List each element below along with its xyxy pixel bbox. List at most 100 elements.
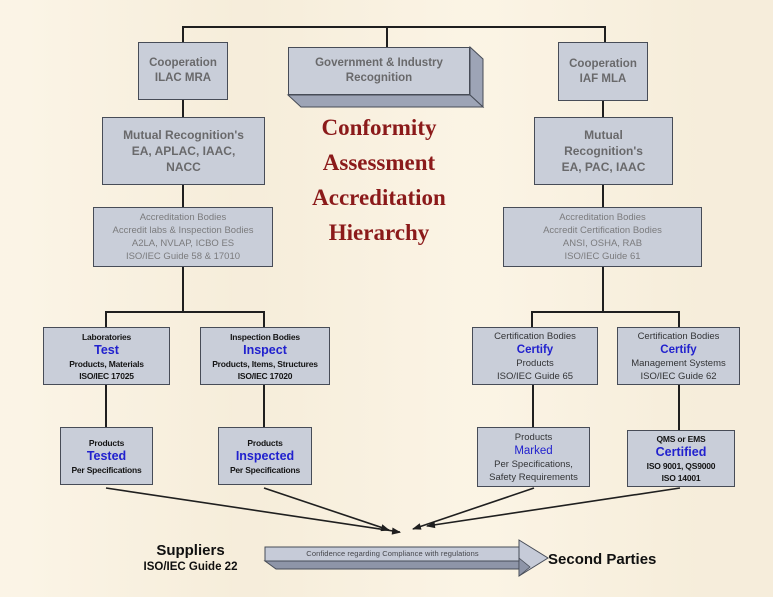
box-government-industry-recognition: Government & Industry Recognition: [288, 47, 470, 95]
box-header: Certification Bodies: [494, 330, 576, 342]
box-line: Government & Industry: [315, 57, 443, 69]
box-line: ISO/IEC Guide 58 & 17010: [125, 251, 241, 262]
box-line: IAF MLA: [579, 72, 627, 85]
arrowhead-icon: [380, 524, 390, 532]
box-line: Mutual: [584, 128, 623, 142]
box-line: Accredit labs & Inspection Bodies: [112, 225, 254, 236]
arrow-from-inspected: [263, 487, 390, 531]
box-cooperation-ilac-mra: Cooperation ILAC MRA: [138, 42, 228, 100]
box-line: ISO/IEC Guide 61: [564, 251, 641, 262]
box-line: ANSI, OSHA, RAB: [562, 238, 643, 249]
box-line: Products, Materials: [69, 358, 144, 369]
box-accreditation-bodies-labs: Accreditation Bodies Accredit labs & Ins…: [93, 207, 273, 267]
box-inspection-bodies-inspect: Inspection Bodies Inspect Products, Item…: [200, 327, 330, 385]
box-keyword: Certified: [655, 445, 707, 459]
box-products-inspected: Products Inspected Per Specifications: [218, 427, 312, 485]
connector-l1-l2-left: [182, 100, 184, 117]
box-line: Cooperation: [149, 57, 217, 69]
arrowhead-icon: [412, 523, 422, 530]
box-header: Inspection Bodies: [230, 331, 300, 342]
box-accreditation-bodies-certification: Accreditation Bodies Accredit Certificat…: [503, 207, 702, 267]
page-title: Conformity Assessment Accreditation Hier…: [288, 110, 470, 250]
connector-l4-l5-3: [532, 385, 534, 427]
box-header: Certification Bodies: [637, 330, 720, 342]
box-line: Mutual Recognition's: [123, 128, 244, 142]
arrow-from-tested: [105, 487, 401, 533]
title-line: Conformity: [321, 115, 437, 140]
connector-l4-l5-1: [105, 385, 107, 427]
box-line: Per Specifications,: [494, 458, 573, 470]
box-qms-ems-certified: QMS or EMS Certified ISO 9001, QS9000 IS…: [627, 430, 735, 487]
box-header: Products: [514, 431, 553, 443]
box-line: Accredit Certification Bodies: [543, 225, 662, 236]
converging-arrows: [105, 487, 681, 533]
box-mutual-recognitions-right: Mutual Recognition's EA, PAC, IAAC: [534, 117, 673, 185]
box-header: Products: [247, 437, 283, 448]
arrow-from-marked: [412, 487, 535, 530]
second-parties-label: Second Parties: [548, 551, 657, 568]
box-line: Per Specifications: [71, 464, 142, 475]
box-header: QMS or EMS: [656, 434, 706, 444]
box-mutual-recognitions-left: Mutual Recognition's EA, APLAC, IAAC, NA…: [102, 117, 265, 185]
connector-l1-l2-right: [602, 101, 604, 117]
title-line: Accreditation: [312, 185, 446, 210]
banner-arrow-shape: [263, 539, 549, 577]
connector-drop-center: [386, 26, 388, 49]
title-line: Hierarchy: [328, 220, 430, 245]
suppliers-label: Suppliers ISO/IEC Guide 22: [118, 542, 263, 575]
connector-l3-split-left: [182, 267, 184, 313]
box-line: ISO/IEC Guide 65: [496, 370, 574, 382]
box-line: ISO/IEC 17020: [237, 370, 293, 381]
box-line: Products: [516, 357, 554, 369]
box-line: Per Specifications: [229, 464, 301, 475]
t-split-right: [531, 311, 680, 313]
box-products-marked: Products Marked Per Specifications, Safe…: [477, 427, 590, 487]
connector-l2-l3-left: [182, 185, 184, 207]
t-drop-certify-systems: [678, 311, 680, 327]
t-drop-certify-products: [531, 311, 533, 327]
gov-box-3d-bevel: [286, 45, 485, 109]
suppliers-subtitle: ISO/IEC Guide 22: [143, 561, 238, 573]
box-certification-bodies-products: Certification Bodies Certify Products IS…: [472, 327, 598, 385]
connector-drop-right: [604, 26, 606, 43]
box-certification-bodies-systems: Certification Bodies Certify Management …: [617, 327, 740, 385]
title-line: Assessment: [322, 150, 436, 175]
box-cooperation-iaf-mla: Cooperation IAF MLA: [558, 42, 648, 101]
box-line: ISO/IEC 17025: [79, 370, 134, 381]
box-line: ISO 14001: [661, 473, 701, 483]
connector-l3-split-right: [602, 267, 604, 313]
t-split-left: [105, 311, 265, 313]
box-keyword: Test: [94, 342, 119, 357]
box-header: Laboratories: [81, 331, 132, 342]
banner-text: Confidence regarding Compliance with reg…: [306, 549, 479, 558]
box-line: ISO 9001, QS9000: [646, 461, 716, 471]
t-drop-test: [105, 311, 107, 327]
box-line: Accreditation Bodies: [139, 212, 227, 223]
box-line: Recognition's: [564, 144, 643, 158]
connector-drop-left: [182, 26, 184, 43]
box-keyword: Inspect: [243, 342, 287, 357]
box-products-tested: Products Tested Per Specifications: [60, 427, 153, 485]
box-laboratories-test: Laboratories Test Products, Materials IS…: [43, 327, 170, 385]
suppliers-title: Suppliers: [156, 542, 225, 559]
box-keyword: Tested: [86, 448, 127, 463]
box-line: Recognition: [345, 72, 413, 84]
top-horizontal-connector: [182, 26, 606, 28]
box-line: ILAC MRA: [154, 72, 212, 84]
box-line: Management Systems: [631, 357, 726, 369]
box-line: Accreditation Bodies: [559, 212, 646, 223]
box-line: ISO/IEC Guide 62: [640, 370, 717, 382]
box-keyword: Marked: [514, 444, 553, 457]
box-keyword: Certify: [516, 343, 554, 356]
box-line: NACC: [166, 160, 201, 174]
t-drop-inspect: [263, 311, 265, 327]
box-line: Safety Requirements: [489, 471, 578, 483]
box-header: Products: [88, 437, 125, 448]
box-keyword: Inspected: [235, 448, 295, 463]
arrow-from-certified: [426, 487, 681, 527]
box-keyword: Certify: [660, 343, 697, 356]
connector-l4-l5-4: [678, 385, 680, 430]
arrowhead-icon: [426, 521, 436, 529]
connector-l2-l3-right: [602, 185, 604, 207]
